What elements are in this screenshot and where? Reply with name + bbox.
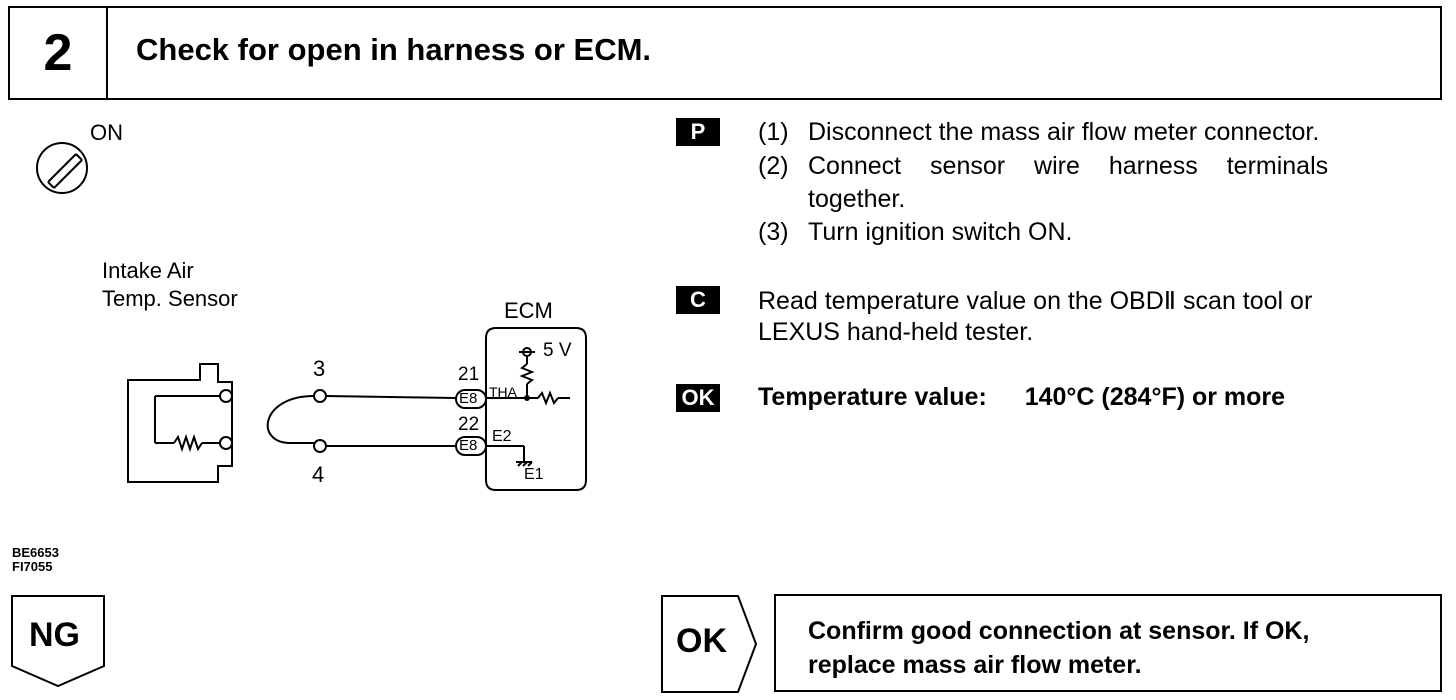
confirm-line-2: replace mass air flow meter.: [808, 651, 1142, 679]
ecm-box: [485, 327, 587, 491]
prep-step-3-number: (3): [758, 218, 789, 246]
prep-step-2-text: Connect sensor wire harness terminals: [808, 152, 1329, 180]
ok-result-box: OK: [660, 594, 760, 699]
connector-e8-top-label: E8: [459, 390, 478, 407]
prep-step-2: (2) Connect sensor wire harness terminals: [758, 152, 1438, 181]
ok-badge: OK: [676, 384, 720, 412]
confirm-line-1: Confirm good connection at sensor. If OK…: [808, 617, 1310, 645]
e1-label: E1: [524, 466, 544, 483]
terminal-22-label: 22: [458, 414, 480, 435]
figure-codes: BE6653 FI7055: [12, 546, 59, 574]
figure-code-1: BE6653: [12, 545, 59, 560]
prep-step-3-text: Turn ignition switch ON.: [808, 218, 1073, 246]
jumper-wire: [266, 389, 457, 453]
ignition-on-label: ON: [90, 120, 123, 145]
step-title: Check for open in harness or ECM.: [136, 32, 652, 67]
ok-criteria: Temperature value: 140°C (284°F) or more: [758, 383, 1285, 412]
prep-step-3: (3) Turn ignition switch ON.: [758, 218, 1438, 247]
pin-4-label: 4: [312, 462, 325, 487]
confirm-action-text: Confirm good connection at sensor. If OK…: [808, 614, 1309, 682]
connector-e8-bottom-label: E8: [459, 437, 478, 454]
prep-step-1: (1) Disconnect the mass air flow meter co…: [758, 118, 1438, 147]
ecm-label: ECM: [504, 298, 553, 323]
ok-result-label: OK: [676, 622, 727, 660]
step-number: 2: [10, 8, 108, 98]
figure-code-2: FI7055: [12, 559, 53, 574]
check-badge: C: [676, 286, 720, 314]
confirm-action-box: Confirm good connection at sensor. If OK…: [774, 594, 1442, 692]
preparation-badge: P: [676, 118, 720, 146]
voltage-label: 5 V: [543, 340, 572, 361]
prep-step-2-number: (2): [758, 152, 789, 180]
ok-arrow-shape: [661, 595, 758, 693]
prep-step-1-text: Disconnect the mass air flow meter conne…: [808, 118, 1320, 146]
sensor-label-line2: Temp. Sensor: [102, 286, 238, 311]
terminal-21-label: 21: [458, 364, 480, 385]
ng-arrow-shape: [11, 595, 105, 688]
wiring-schematic: [36, 142, 587, 491]
e2-label: E2: [492, 428, 512, 445]
pin-3-label: 3: [313, 356, 326, 381]
intake-air-temp-sensor-symbol: [127, 363, 233, 483]
ignition-switch-icon: [36, 142, 88, 194]
ng-result-box: NG: [10, 594, 106, 695]
prep-step-2-continued: together.: [808, 185, 906, 213]
ok-criteria-value: 140°C (284°F) or more: [1024, 383, 1286, 411]
sensor-label-line1: Intake Air: [102, 258, 194, 283]
prep-step-1-number: (1): [758, 118, 789, 146]
ng-label: NG: [29, 616, 80, 654]
check-line-1: Read temperature value on the OBDⅡ scan …: [758, 287, 1313, 315]
wiring-diagram: ON Intake Air Temp. Sensor ECM 5 V 3 4 2…: [0, 100, 650, 520]
ok-criteria-label: Temperature value:: [758, 383, 987, 411]
step-header: 2 Check for open in harness or ECM.: [8, 6, 1442, 100]
tha-label: THA: [489, 384, 517, 400]
check-line-2: LEXUS hand-held tester.: [758, 318, 1034, 346]
